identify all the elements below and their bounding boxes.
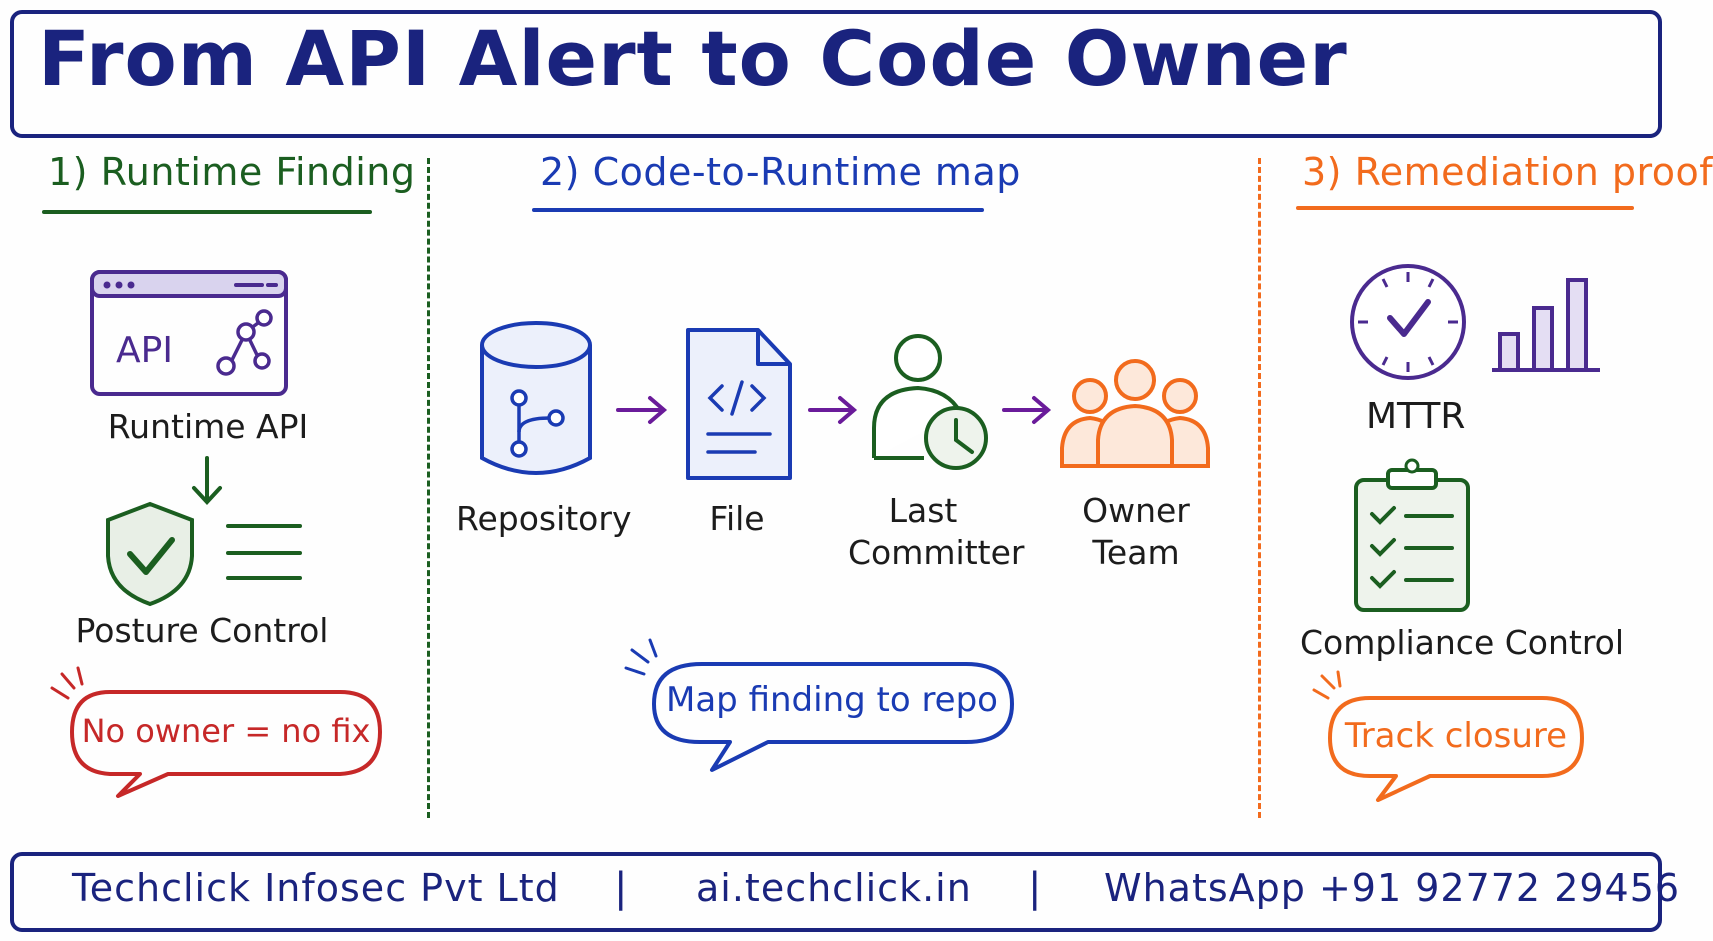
title-box [10,10,1662,138]
clipboard-checklist-icon [1354,458,1470,612]
last-committer-icon [872,334,988,470]
last-label: Last [888,491,958,530]
bubble-text-track-closure: Track closure [1344,716,1568,756]
owner-label: Owner [1082,491,1190,530]
arrow-right-icon-3 [1002,396,1052,424]
posture-control-label: Posture Control [75,611,329,650]
policy-lines-icon [226,524,302,580]
footer-company: Techclick Infosec Pvt Ltd [72,866,560,910]
mttr-label: MTTR [1366,396,1466,437]
section-heading-proof: 3) Remediation proof [1302,150,1713,194]
team-label: Team [1092,533,1180,572]
section-divider-2 [1258,158,1261,818]
heading-underline-map [532,208,984,212]
down-arrow-icon [192,456,222,505]
shield-check-icon [106,501,194,607]
bubble-map-finding [624,638,1014,772]
committer-label: Committer [848,533,1025,572]
clock-check-icon [1350,264,1466,380]
section-heading-runtime: 1) Runtime Finding [48,150,416,194]
svg-text:API: API [116,330,173,371]
footer-whatsapp[interactable]: WhatsApp +91 92772 29456 [1104,866,1681,910]
network-nodes-icon [216,309,273,376]
bubble-text-map-finding: Map finding to repo [666,680,998,720]
bubble-track-closure [1312,670,1584,802]
repository-database-icon [480,321,592,475]
arrow-right-icon-2 [808,396,858,424]
page-title: From API Alert to Code Owner [38,14,1348,103]
arrow-right-icon-1 [616,396,668,424]
bubble-text-no-owner: No owner = no fix [81,712,371,750]
diagram-drawings: API [50,264,1600,802]
footer-separator-2: | [1028,865,1042,911]
footer-separator-1: | [614,865,628,911]
api-window-icon: API [90,270,288,396]
section-heading-map: 2) Code-to-Runtime map [540,150,1021,194]
repository-label: Repository [456,499,632,538]
runtime-api-label: Runtime API [107,407,309,446]
bar-chart-icon [1492,278,1600,372]
compliance-control-label: Compliance Control [1300,623,1625,662]
owner-team-icon [1060,359,1210,468]
heading-underline-proof [1296,206,1634,210]
file-code-icon [686,328,792,480]
file-label: File [709,499,765,538]
footer-website[interactable]: ai.techclick.in [696,866,972,910]
heading-underline-runtime [42,210,372,214]
footer-box [10,852,1662,932]
bubble-no-owner [50,666,382,798]
section-divider-1 [427,158,430,818]
